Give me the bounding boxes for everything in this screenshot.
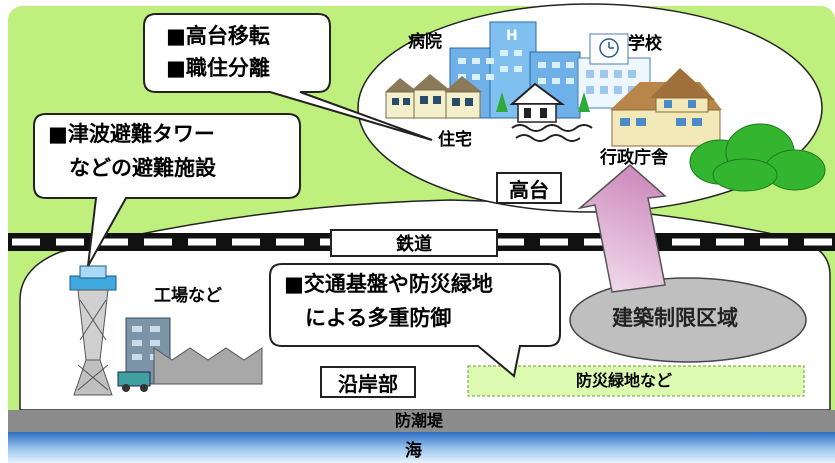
label-hospital: 病院 [408,32,442,52]
evacuation-tower [69,265,117,396]
label-coastal: 沿岸部 [320,366,416,398]
factory [117,317,263,392]
label-factory: 工場など [154,286,222,306]
government-building [610,68,722,147]
svg-text:H: H [506,28,518,44]
callout-defense-line2: による多重防御 [284,306,452,330]
label-highland: 高台 [496,172,562,204]
label-government: 行政庁舎 [600,148,668,168]
callout-relocation-line2: ■職住分離 [166,56,270,80]
label-school: 学校 [628,34,662,54]
label-sea: 海 [405,441,422,461]
callout-defense [269,263,561,378]
hills [689,123,826,192]
houses [385,74,593,142]
seawall-band [8,410,835,432]
callout-relocation-line1: ■高台移転 [166,24,270,48]
green-buffer-box [467,365,805,397]
restricted-zone-ellipse [569,277,807,363]
label-green-buffer: 防災緑地など [576,371,673,390]
relocation-arrow [577,164,667,293]
callout-defense-line1: ■交通基盤や防災緑地 [284,272,493,296]
callout-tower-line1: ■津波避難タワー [48,122,215,146]
label-restricted-zone: 建築制限区域 [612,306,738,330]
callout-relocation [143,13,433,141]
label-seawall: 防潮堤 [395,411,444,430]
label-housing: 住宅 [438,130,472,150]
sea-band [8,432,835,463]
label-railway: 鉄道 [330,229,498,257]
callout-tower [33,113,301,267]
callout-tower-line2: などの避難施設 [48,156,216,180]
